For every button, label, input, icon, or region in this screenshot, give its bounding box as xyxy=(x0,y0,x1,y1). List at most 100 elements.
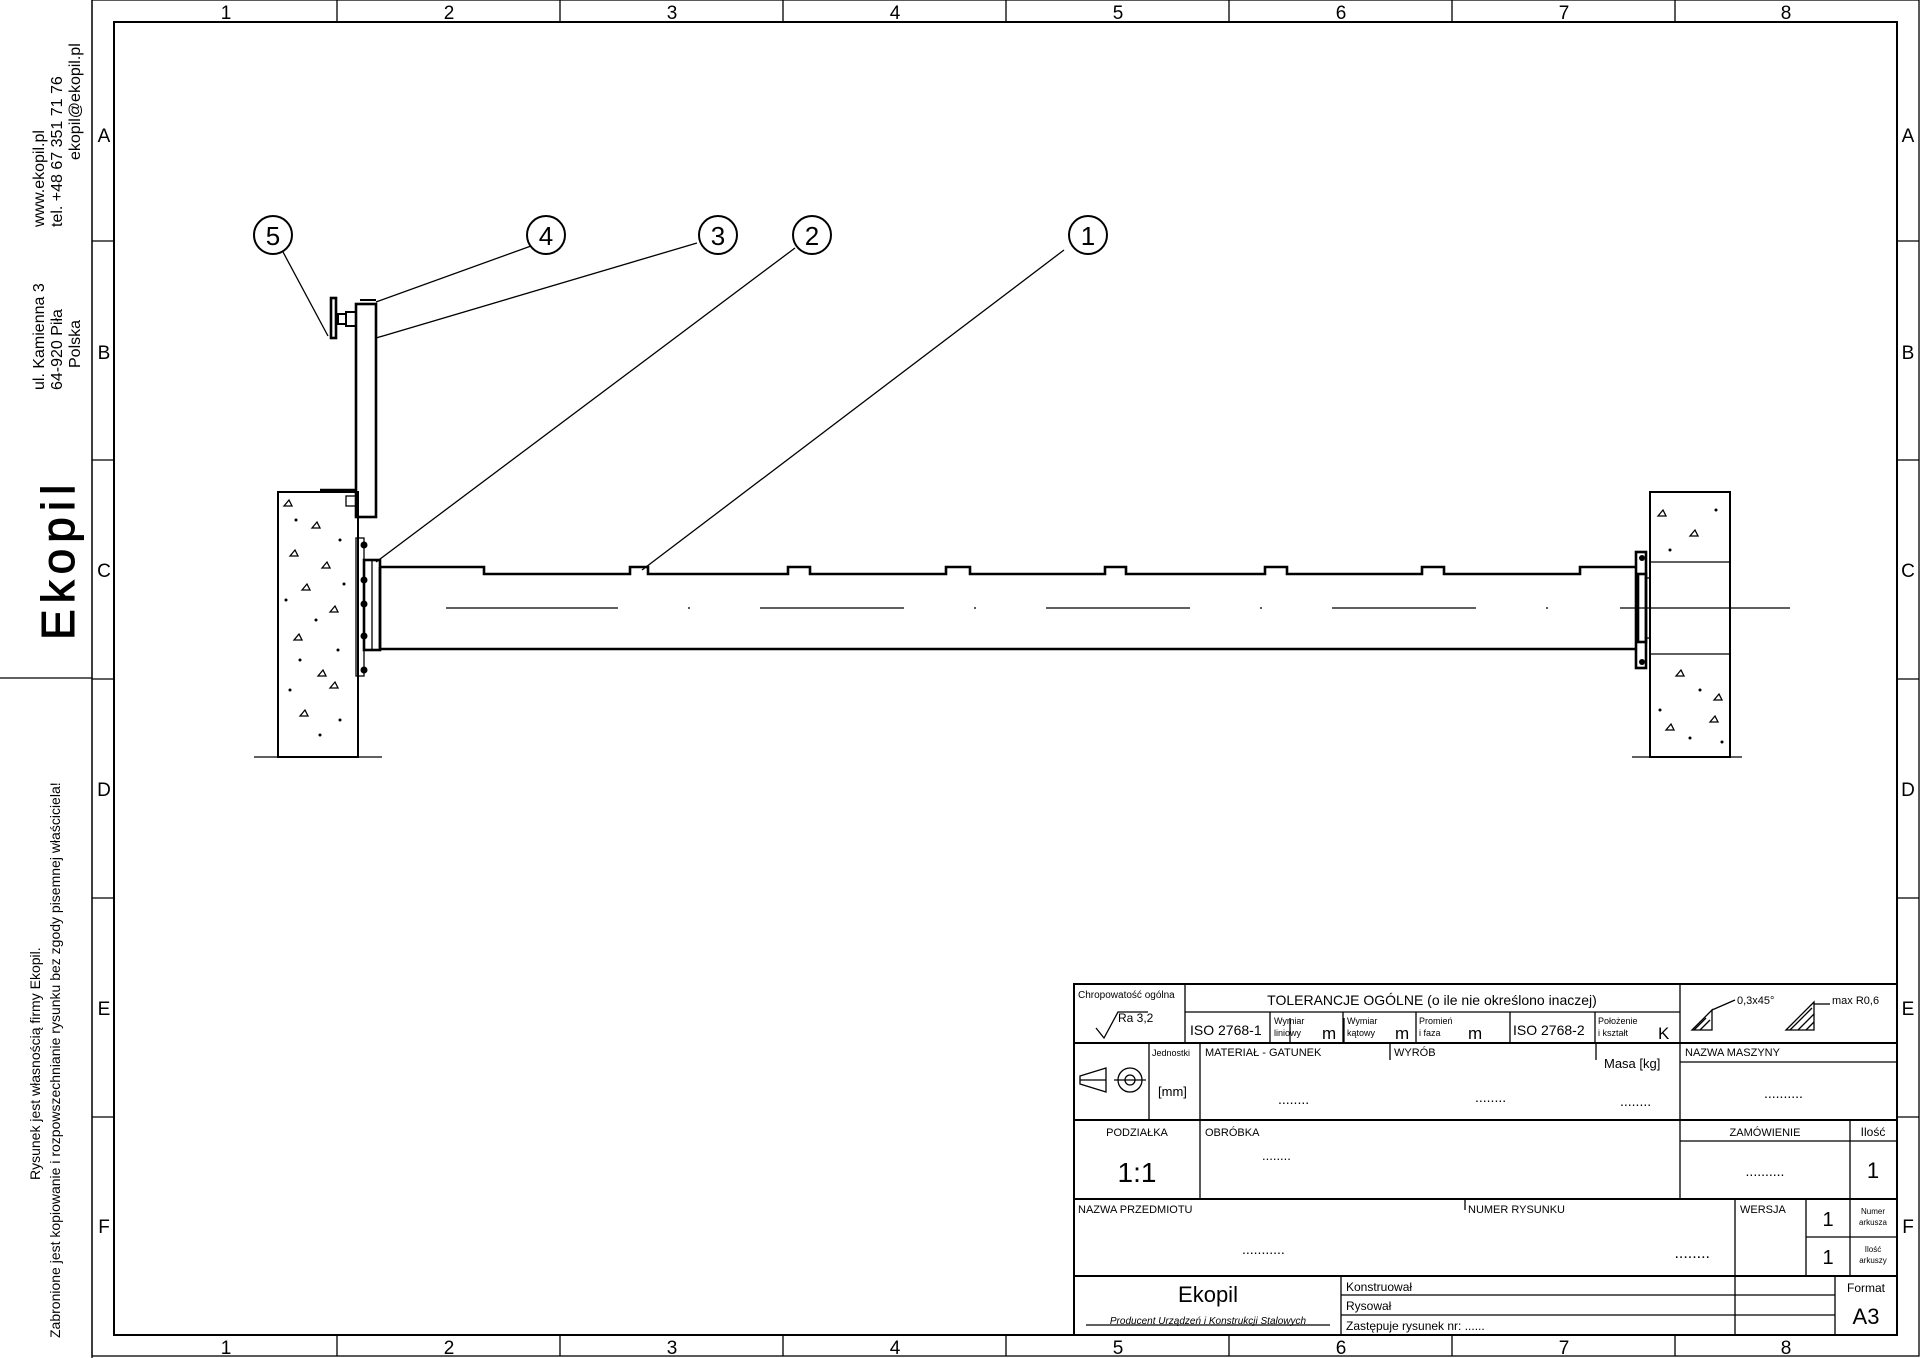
column-label-bottom: 8 xyxy=(1781,1338,1792,1358)
angular-dim-label: kątowy xyxy=(1347,1028,1376,1038)
chamfer-symbol xyxy=(1690,999,1736,1031)
column-label-top: 4 xyxy=(890,3,901,24)
callout-3: 3 xyxy=(698,215,738,255)
column-label-bottom: 1 xyxy=(221,1338,232,1358)
callout-number: 2 xyxy=(805,221,819,251)
linear-dim-label: Wymiar xyxy=(1274,1016,1304,1026)
company-name: Ekopil xyxy=(1178,1282,1238,1307)
company-website: www.ekopil.pl xyxy=(31,130,48,228)
part-name-label: NAZWA PRZEDMIOTU xyxy=(1078,1204,1193,1216)
part-name-value: ........... xyxy=(1242,1241,1285,1257)
column-label-bottom: 7 xyxy=(1559,1338,1570,1358)
left-hinge-plate xyxy=(355,537,382,677)
column-label-top: 3 xyxy=(667,3,678,24)
part-callouts: 5 4 3 2 1 xyxy=(253,215,1108,571)
unit-value: [mm] xyxy=(1158,1084,1187,1099)
position-label: Położenie xyxy=(1598,1016,1638,1026)
ownership-notice: Rysunek jest własnością firmy Ekopil. xyxy=(27,947,43,1180)
roughness-symbol xyxy=(1095,1011,1148,1040)
scale-label: PODZIAŁKA xyxy=(1106,1127,1168,1139)
callout-number: 5 xyxy=(266,221,280,251)
sheet-count-label: arkuszy xyxy=(1859,1256,1887,1265)
company-email: ekopil@ekopil.pl xyxy=(67,43,84,160)
material-label: MATERIAŁ - GATUNEK xyxy=(1205,1047,1322,1059)
quantity-value: 1 xyxy=(1867,1158,1879,1183)
linear-dim-label: liniowy xyxy=(1274,1028,1302,1038)
side-panel: www.ekopil.pl tel. +48 67 351 71 76 ekop… xyxy=(0,43,92,1338)
machine-value: .......... xyxy=(1764,1085,1803,1101)
radius-label: i faza xyxy=(1419,1028,1441,1038)
machine-label: NAZWA MASZYNY xyxy=(1685,1047,1781,1059)
angular-dim-label: Wymiar xyxy=(1347,1016,1377,1026)
processing-label: OBRÓBKA xyxy=(1205,1126,1260,1139)
gate-assembly-drawing: 5 4 3 2 1 xyxy=(253,215,1790,758)
column-label-top: 2 xyxy=(444,3,455,24)
row-label-left: B xyxy=(98,343,111,364)
roughness-value: Ra 3,2 xyxy=(1118,1011,1154,1025)
callout-number: 3 xyxy=(711,221,725,251)
sheet-number-value: 1 xyxy=(1822,1247,1833,1269)
row-label-left: D xyxy=(97,780,111,801)
mass-label: Masa [kg] xyxy=(1604,1056,1660,1071)
version-label: WERSJA xyxy=(1740,1204,1787,1216)
copy-prohibition-notice: Zabronione jest kopiowanie i rozpowszech… xyxy=(47,782,63,1338)
sheet-count-label: Ilość xyxy=(1865,1245,1881,1254)
quantity-label: Ilość xyxy=(1861,1125,1886,1139)
left-concrete-pillar xyxy=(254,491,382,758)
replaces-drawing-label: Zastępuje rysunek nr: ...... xyxy=(1346,1319,1485,1333)
column-label-bottom: 3 xyxy=(667,1338,678,1358)
company-city: 64-920 Piła xyxy=(49,309,66,390)
order-label: ZAMÓWIENIE xyxy=(1730,1126,1801,1139)
callout-5: 5 xyxy=(253,215,293,255)
sheet-number-label: Numer xyxy=(1861,1207,1885,1216)
scale-value: 1:1 xyxy=(1118,1157,1157,1188)
projection-symbol xyxy=(1079,1067,1146,1093)
drawing-number-label: NUMER RYSUNKU xyxy=(1468,1204,1565,1216)
column-label-bottom: 5 xyxy=(1113,1338,1124,1358)
callout-2: 2 xyxy=(792,215,832,255)
drawn-by-label: Rysował xyxy=(1346,1299,1392,1313)
column-label-top: 5 xyxy=(1113,3,1124,24)
row-label-left: C xyxy=(97,561,111,582)
position-value: K xyxy=(1658,1024,1670,1043)
column-label-top: 1 xyxy=(221,3,232,24)
iso-2768-1: ISO 2768-1 xyxy=(1190,1022,1262,1038)
mass-value: ........ xyxy=(1620,1093,1651,1109)
company-country: Polska xyxy=(67,320,84,368)
callout-1: 1 xyxy=(1068,215,1108,255)
callout-number: 4 xyxy=(539,221,553,251)
row-label-right: B xyxy=(1902,343,1915,364)
company-street: ul. Kamienna 3 xyxy=(31,283,48,390)
company-phone: tel. +48 67 351 71 76 xyxy=(49,76,66,227)
drawing-frame: 1 2 3 4 5 6 7 8 1 2 3 4 5 6 7 8 A B C D … xyxy=(91,0,1920,1358)
max-radius-symbol xyxy=(1784,1000,1830,1031)
designed-by-label: Konstruował xyxy=(1346,1280,1412,1294)
row-label-left: A xyxy=(98,126,111,147)
angular-dim-value: m xyxy=(1395,1024,1409,1043)
callout-number: 1 xyxy=(1081,221,1095,251)
company-tagline: Producent Urządzeń i Konstrukcji Stalowy… xyxy=(1110,1316,1307,1327)
radius-value: m xyxy=(1468,1024,1482,1043)
row-label-right: D xyxy=(1901,780,1915,801)
row-label-right: C xyxy=(1901,561,1915,582)
roughness-label: Chropowatość ogólna xyxy=(1078,990,1175,1001)
unit-label: Jednostki xyxy=(1152,1048,1190,1058)
material-value: ........ xyxy=(1278,1091,1309,1107)
drawing-number-value: ........ xyxy=(1674,1245,1710,1262)
processing-value: ........ xyxy=(1262,1148,1291,1163)
column-label-bottom: 4 xyxy=(890,1338,901,1358)
order-value: .......... xyxy=(1746,1163,1785,1179)
column-label-bottom: 2 xyxy=(444,1338,455,1358)
iso-2768-2: ISO 2768-2 xyxy=(1513,1022,1585,1038)
callout-4: 4 xyxy=(526,215,566,255)
row-label-right: F xyxy=(1902,1217,1914,1238)
row-label-left: F xyxy=(98,1217,110,1238)
column-label-top: 7 xyxy=(1559,3,1570,24)
version-value: 1 xyxy=(1822,1209,1833,1231)
product-value: ........ xyxy=(1475,1089,1506,1105)
format-label: Format xyxy=(1847,1281,1886,1295)
sheet-number-label: arkusza xyxy=(1859,1218,1888,1227)
row-label-right: E xyxy=(1902,999,1915,1020)
column-label-top: 8 xyxy=(1781,3,1792,24)
